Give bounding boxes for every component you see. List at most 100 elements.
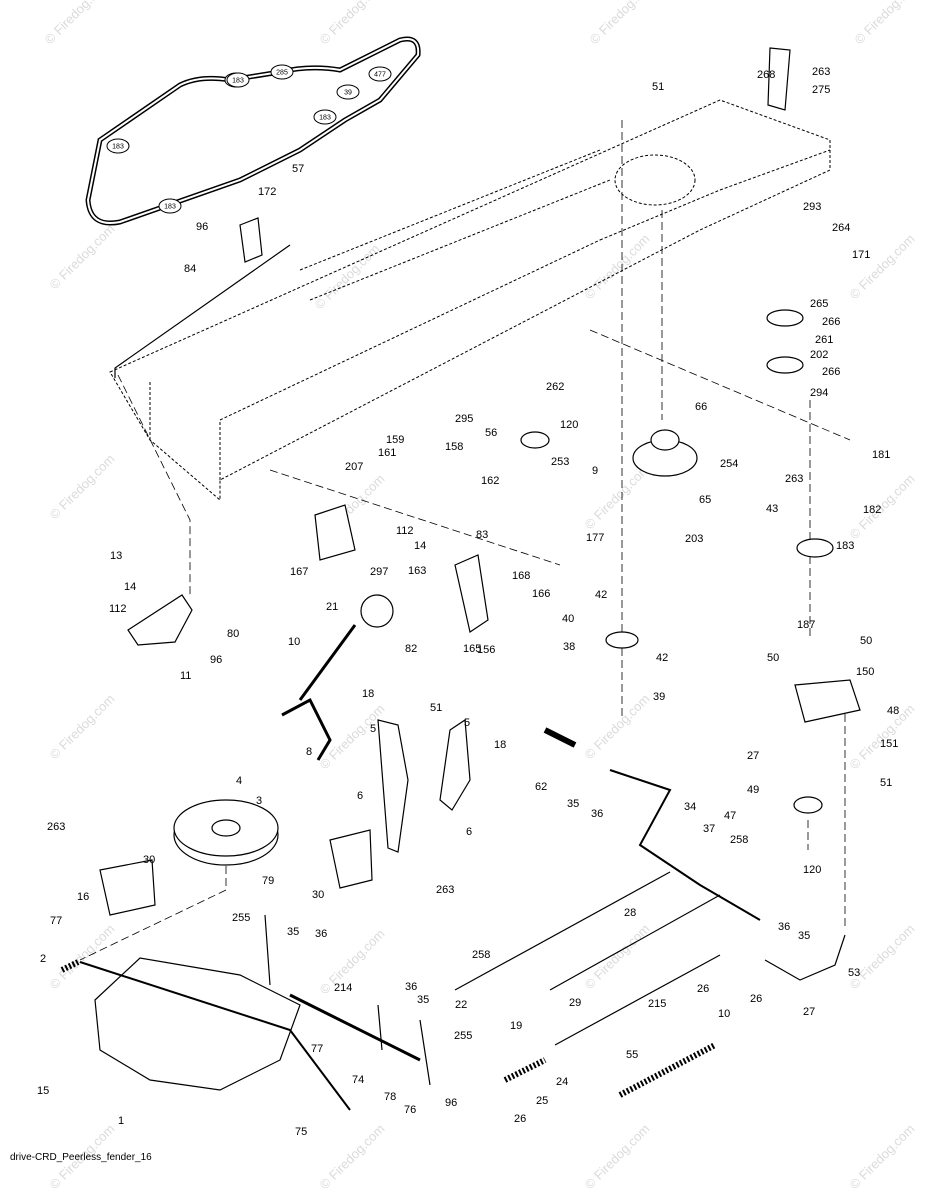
callout-label: 77 bbox=[50, 915, 62, 927]
callout-label: 255 bbox=[232, 912, 250, 924]
callout-label: 36 bbox=[591, 808, 603, 820]
belt-pulley-label: 183 bbox=[319, 115, 331, 122]
watermark-text: © Firedog.com bbox=[582, 921, 653, 992]
callout-label: 159 bbox=[386, 434, 404, 446]
callout-label: 10 bbox=[288, 636, 300, 648]
callout-label: 30 bbox=[312, 889, 324, 901]
callout-label: 66 bbox=[695, 401, 707, 413]
callout-label: 262 bbox=[546, 381, 564, 393]
callout-label: 84 bbox=[184, 263, 196, 275]
callout-label: 18 bbox=[494, 739, 506, 751]
callout-label: 34 bbox=[684, 801, 696, 813]
callout-label: 80 bbox=[227, 628, 239, 640]
callout-label: 268 bbox=[757, 69, 775, 81]
watermark-text: © Firedog.com bbox=[312, 241, 383, 312]
callout-label: 293 bbox=[803, 201, 821, 213]
callout-label: 263 bbox=[47, 821, 65, 833]
callout-label: 62 bbox=[535, 781, 547, 793]
callout-label: 11 bbox=[180, 670, 191, 682]
callout-label: 83 bbox=[476, 529, 488, 541]
callout-label: 203 bbox=[685, 533, 703, 545]
callout-label: 6 bbox=[466, 826, 472, 838]
watermark-text: © Firedog.com bbox=[847, 1121, 918, 1192]
callout-label: 36 bbox=[405, 981, 417, 993]
callout-label: 29 bbox=[569, 997, 581, 1009]
callout-label: 258 bbox=[472, 949, 490, 961]
callout-label: 10 bbox=[718, 1008, 730, 1020]
callout-label: 168 bbox=[512, 570, 530, 582]
callout-label: 275 bbox=[812, 84, 830, 96]
callout-label: 207 bbox=[345, 461, 363, 473]
callout-label: 42 bbox=[656, 652, 668, 664]
callout-label: 40 bbox=[562, 613, 574, 625]
callout-label: 79 bbox=[262, 875, 274, 887]
callout-label: 26 bbox=[750, 993, 762, 1005]
callout-label: 254 bbox=[720, 458, 738, 470]
watermark-text: © Firedog.com bbox=[587, 0, 658, 47]
callout-label: 112 bbox=[109, 603, 127, 615]
callout-label: 26 bbox=[697, 983, 709, 995]
callout-label: 13 bbox=[110, 550, 122, 562]
callout-label: 167 bbox=[290, 566, 308, 578]
belt-pulley-label: 285 bbox=[276, 70, 288, 77]
parts bbox=[60, 47, 861, 1111]
watermark-text: © Firedog.com bbox=[847, 231, 918, 302]
callout-label: 263 bbox=[436, 884, 454, 896]
callout-label: 96 bbox=[210, 654, 222, 666]
callout-label: 165 bbox=[463, 643, 481, 655]
watermark-text: © Firedog.com bbox=[847, 921, 918, 992]
callout-label: 43 bbox=[766, 503, 778, 515]
belt-pulley-label: 183 bbox=[232, 78, 244, 85]
callout-label: 177 bbox=[586, 532, 604, 544]
callout-label: 57 bbox=[292, 163, 304, 175]
callout-label: 36 bbox=[315, 928, 327, 940]
callout-label: 50 bbox=[860, 635, 872, 647]
callout-label: 47 bbox=[724, 810, 736, 822]
callout-label: 78 bbox=[384, 1091, 396, 1103]
callout-label: 76 bbox=[404, 1104, 416, 1116]
callout-label: 36 bbox=[778, 921, 790, 933]
callout-label: 263 bbox=[812, 66, 830, 78]
watermark-text: © Firedog.com bbox=[317, 0, 388, 47]
watermark-text: © Firedog.com bbox=[317, 1121, 388, 1192]
callout-label: 75 bbox=[295, 1126, 307, 1138]
callout-label: 266 bbox=[822, 316, 840, 328]
callout-label: 35 bbox=[287, 926, 299, 938]
tractor-frame bbox=[109, 99, 831, 502]
drive-belt bbox=[85, 36, 421, 226]
callout-label: 18 bbox=[362, 688, 374, 700]
callout-label: 266 bbox=[822, 366, 840, 378]
callout-label: 15 bbox=[37, 1085, 49, 1097]
callout-label: 120 bbox=[803, 864, 821, 876]
callout-label: 22 bbox=[455, 999, 467, 1011]
callout-label: 16 bbox=[77, 891, 89, 903]
callout-label: 258 bbox=[730, 834, 748, 846]
callout-label: 181 bbox=[872, 449, 890, 461]
callout-label: 4 bbox=[236, 775, 242, 787]
callout-label: 27 bbox=[747, 750, 759, 762]
callout-label: 8 bbox=[306, 746, 312, 758]
callout-label: 48 bbox=[887, 705, 899, 717]
callout-label: 24 bbox=[556, 1076, 568, 1088]
watermark-text: © Firedog.com bbox=[582, 1121, 653, 1192]
callout-label: 65 bbox=[699, 494, 711, 506]
callout-label: 53 bbox=[848, 967, 860, 979]
callout-label: 27 bbox=[803, 1006, 815, 1018]
callout-label: 35 bbox=[567, 798, 579, 810]
watermark-text: © Firedog.com bbox=[47, 451, 118, 522]
callout-label: 3 bbox=[256, 795, 262, 807]
callout-label: 215 bbox=[648, 998, 666, 1010]
callout-label: 5 bbox=[464, 717, 470, 729]
belt-pulley: 183 bbox=[226, 72, 250, 88]
callout-label: 265 bbox=[810, 298, 828, 310]
callout-label: 50 bbox=[767, 652, 779, 664]
callout-label: 14 bbox=[124, 581, 136, 593]
belt-pulley: 285 bbox=[270, 64, 294, 80]
callout-label: 77 bbox=[311, 1043, 323, 1055]
callout-label: 151 bbox=[880, 738, 898, 750]
callout-label: 74 bbox=[352, 1074, 364, 1086]
callout-label: 21 bbox=[326, 601, 338, 613]
watermark-text: © Firedog.com bbox=[47, 221, 118, 292]
